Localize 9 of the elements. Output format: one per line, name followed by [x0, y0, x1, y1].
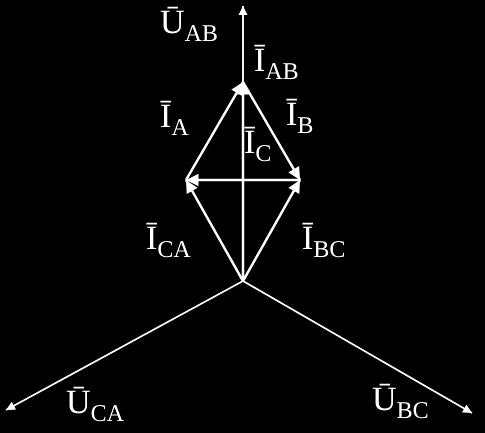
phasor-label: Ī$_{CA}$: [146, 222, 191, 262]
phasor-label: Ī$_{BC}$: [302, 222, 346, 262]
phasor-label: Ū$_{CA}$: [66, 386, 124, 426]
phasor-label: Ū$_{BC}$: [372, 383, 429, 423]
phasor-label: Ū$_{AB}$: [160, 6, 218, 46]
phasor-label: Ī$_{B}$: [286, 98, 314, 138]
phasor-label: Ī$_{A}$: [160, 100, 189, 140]
phasor-label: Ī$_{AB}$: [254, 44, 299, 84]
phasor-label: Ī$_{C}$: [244, 126, 272, 166]
